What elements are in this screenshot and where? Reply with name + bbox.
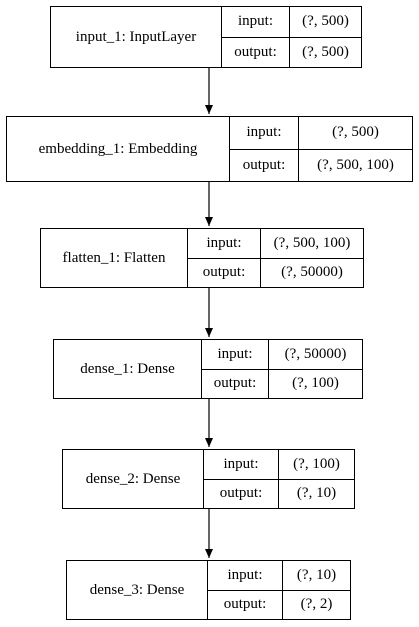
- output-row: output: (?, 10): [204, 478, 354, 508]
- input-shape: (?, 50000): [284, 345, 347, 362]
- input-row: input: (?, 100): [204, 450, 354, 479]
- input-shape: (?, 500, 100): [273, 234, 351, 251]
- output-shape: (?, 100): [292, 375, 339, 392]
- input-row: input: (?, 500): [230, 117, 412, 149]
- input-label: input:: [188, 229, 261, 258]
- input-label: input:: [208, 561, 283, 590]
- output-label: output:: [230, 149, 299, 181]
- output-shape: (?, 10): [296, 485, 337, 502]
- node-ports: input: (?, 50000) output: (?, 100): [202, 340, 362, 398]
- input-shape: (?, 100): [293, 455, 340, 472]
- output-row: output: (?, 100): [202, 368, 362, 398]
- output-row: output: (?, 2): [208, 589, 350, 619]
- node-name: dense_1: Dense: [54, 340, 202, 398]
- output-row: output: (?, 500, 100): [230, 148, 412, 181]
- output-row: output: (?, 50000): [188, 257, 363, 287]
- node-ports: input: (?, 500) output: (?, 500, 100): [230, 117, 412, 181]
- node-name: input_1: InputLayer: [51, 7, 222, 67]
- input-label: input:: [230, 117, 299, 149]
- output-label: output:: [204, 479, 279, 508]
- output-shape: (?, 50000): [281, 264, 343, 281]
- input-label: input:: [222, 7, 290, 37]
- input-row: input: (?, 10): [208, 561, 350, 590]
- node-name: flatten_1: Flatten: [41, 229, 188, 287]
- input-row: input: (?, 500, 100): [188, 229, 363, 258]
- output-shape: (?, 500, 100): [317, 156, 394, 173]
- node-flatten-1: flatten_1: Flatten input: (?, 500, 100) …: [40, 228, 364, 288]
- output-label: output:: [188, 258, 261, 287]
- output-label: output:: [202, 369, 269, 398]
- node-ports: input: (?, 500) output: (?, 500): [222, 7, 361, 67]
- output-row: output: (?, 500): [222, 36, 361, 67]
- input-row: input: (?, 500): [222, 7, 361, 37]
- node-name: dense_3: Dense: [67, 561, 208, 619]
- node-name: dense_2: Dense: [63, 450, 204, 508]
- input-label: input:: [202, 340, 269, 369]
- node-dense-3: dense_3: Dense input: (?, 10) output: (?…: [66, 560, 351, 620]
- node-dense-2: dense_2: Dense input: (?, 100) output: (…: [62, 449, 355, 509]
- output-label: output:: [222, 37, 290, 67]
- input-shape: (?, 500): [302, 13, 349, 30]
- input-shape: (?, 500): [332, 124, 379, 141]
- node-name: embedding_1: Embedding: [7, 117, 230, 181]
- input-row: input: (?, 50000): [202, 340, 362, 369]
- node-ports: input: (?, 10) output: (?, 2): [208, 561, 350, 619]
- input-label: input:: [204, 450, 279, 479]
- node-embedding-1: embedding_1: Embedding input: (?, 500) o…: [6, 116, 413, 182]
- node-dense-1: dense_1: Dense input: (?, 50000) output:…: [53, 339, 363, 399]
- input-shape: (?, 10): [296, 566, 337, 583]
- output-shape: (?, 500): [302, 43, 349, 60]
- node-ports: input: (?, 100) output: (?, 10): [204, 450, 354, 508]
- node-input-1: input_1: InputLayer input: (?, 500) outp…: [50, 6, 362, 68]
- output-label: output:: [208, 590, 283, 619]
- output-shape: (?, 2): [300, 596, 333, 613]
- node-ports: input: (?, 500, 100) output: (?, 50000): [188, 229, 363, 287]
